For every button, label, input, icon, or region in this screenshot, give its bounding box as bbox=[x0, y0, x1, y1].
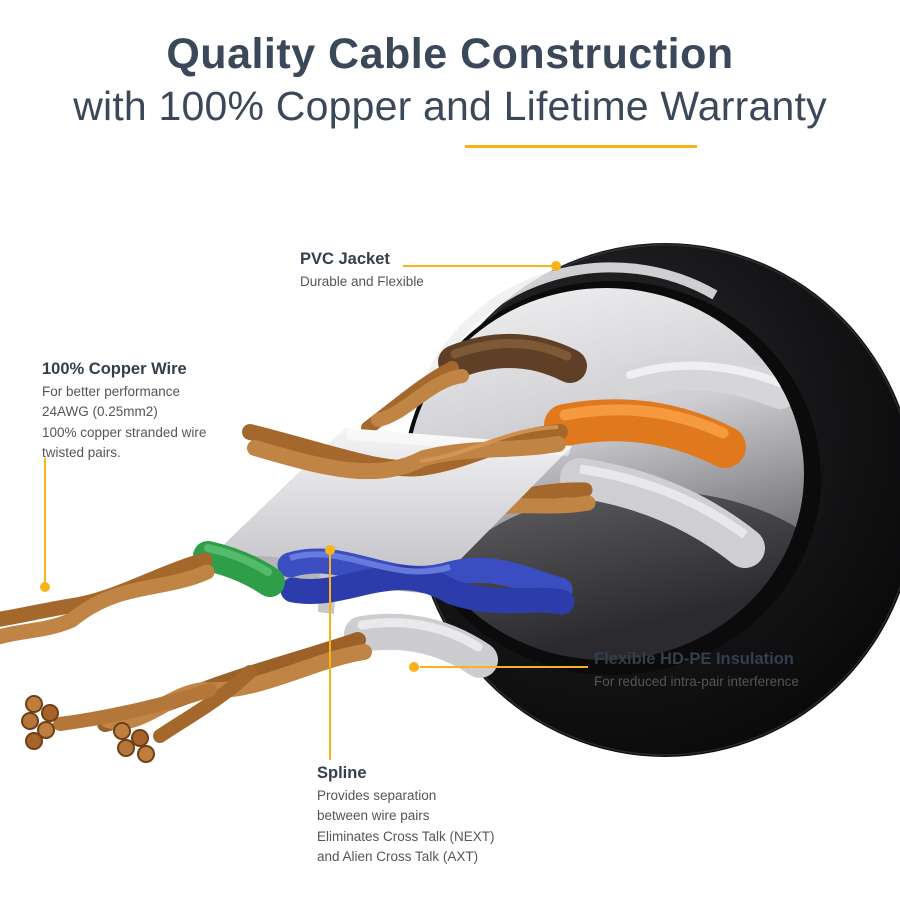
callout-pvc-jacket: PVC Jacket Durable and Flexible bbox=[300, 250, 424, 292]
green-wire bbox=[0, 541, 285, 645]
callout-pvc-title: PVC Jacket bbox=[300, 250, 390, 268]
inner-wires bbox=[440, 356, 804, 660]
callout-dot-pvc bbox=[551, 261, 561, 271]
orange-wire bbox=[544, 399, 746, 468]
callout-pvc-description: Durable and Flexible bbox=[300, 274, 424, 289]
callout-dot-copper bbox=[40, 582, 50, 592]
page-subtitle: with 100% Copper and Lifetime Warranty bbox=[73, 83, 827, 129]
callout-dot-hdpe bbox=[409, 662, 419, 672]
page-title: Quality Cable Construction bbox=[166, 30, 734, 78]
callout-copper-wire: 100% Copper Wire For better performance … bbox=[42, 360, 206, 463]
frayed-strand-tips bbox=[21, 695, 155, 763]
callout-hdpe-description: For reduced intra-pair interference bbox=[594, 674, 799, 689]
callout-dot-spline bbox=[325, 545, 335, 555]
callout-hdpe-title: Flexible HD-PE Insulation bbox=[594, 650, 794, 668]
leader-line-hdpe bbox=[420, 666, 588, 668]
callout-spline-description: Provides separation between wire pairs E… bbox=[317, 788, 495, 864]
gray-wire-lower bbox=[53, 613, 498, 743]
title-block: Quality Cable Construction with 100% Cop… bbox=[0, 30, 900, 130]
brown-wire bbox=[361, 334, 587, 435]
leader-line-pvc bbox=[403, 265, 553, 267]
callout-copper-description: For better performance 24AWG (0.25mm2) 1… bbox=[42, 384, 207, 460]
callout-spline: Spline Provides separation between wire … bbox=[317, 764, 495, 867]
blue-wire-pair bbox=[277, 548, 575, 615]
callout-hdpe-insulation: Flexible HD-PE Insulation For reduced in… bbox=[594, 650, 799, 692]
callout-spline-title: Spline bbox=[317, 764, 367, 782]
callout-copper-title: 100% Copper Wire bbox=[42, 360, 187, 378]
leader-line-spline bbox=[329, 553, 331, 760]
title-underline bbox=[465, 145, 697, 148]
leader-line-copper bbox=[44, 458, 46, 583]
copper-pair-top bbox=[242, 424, 568, 480]
